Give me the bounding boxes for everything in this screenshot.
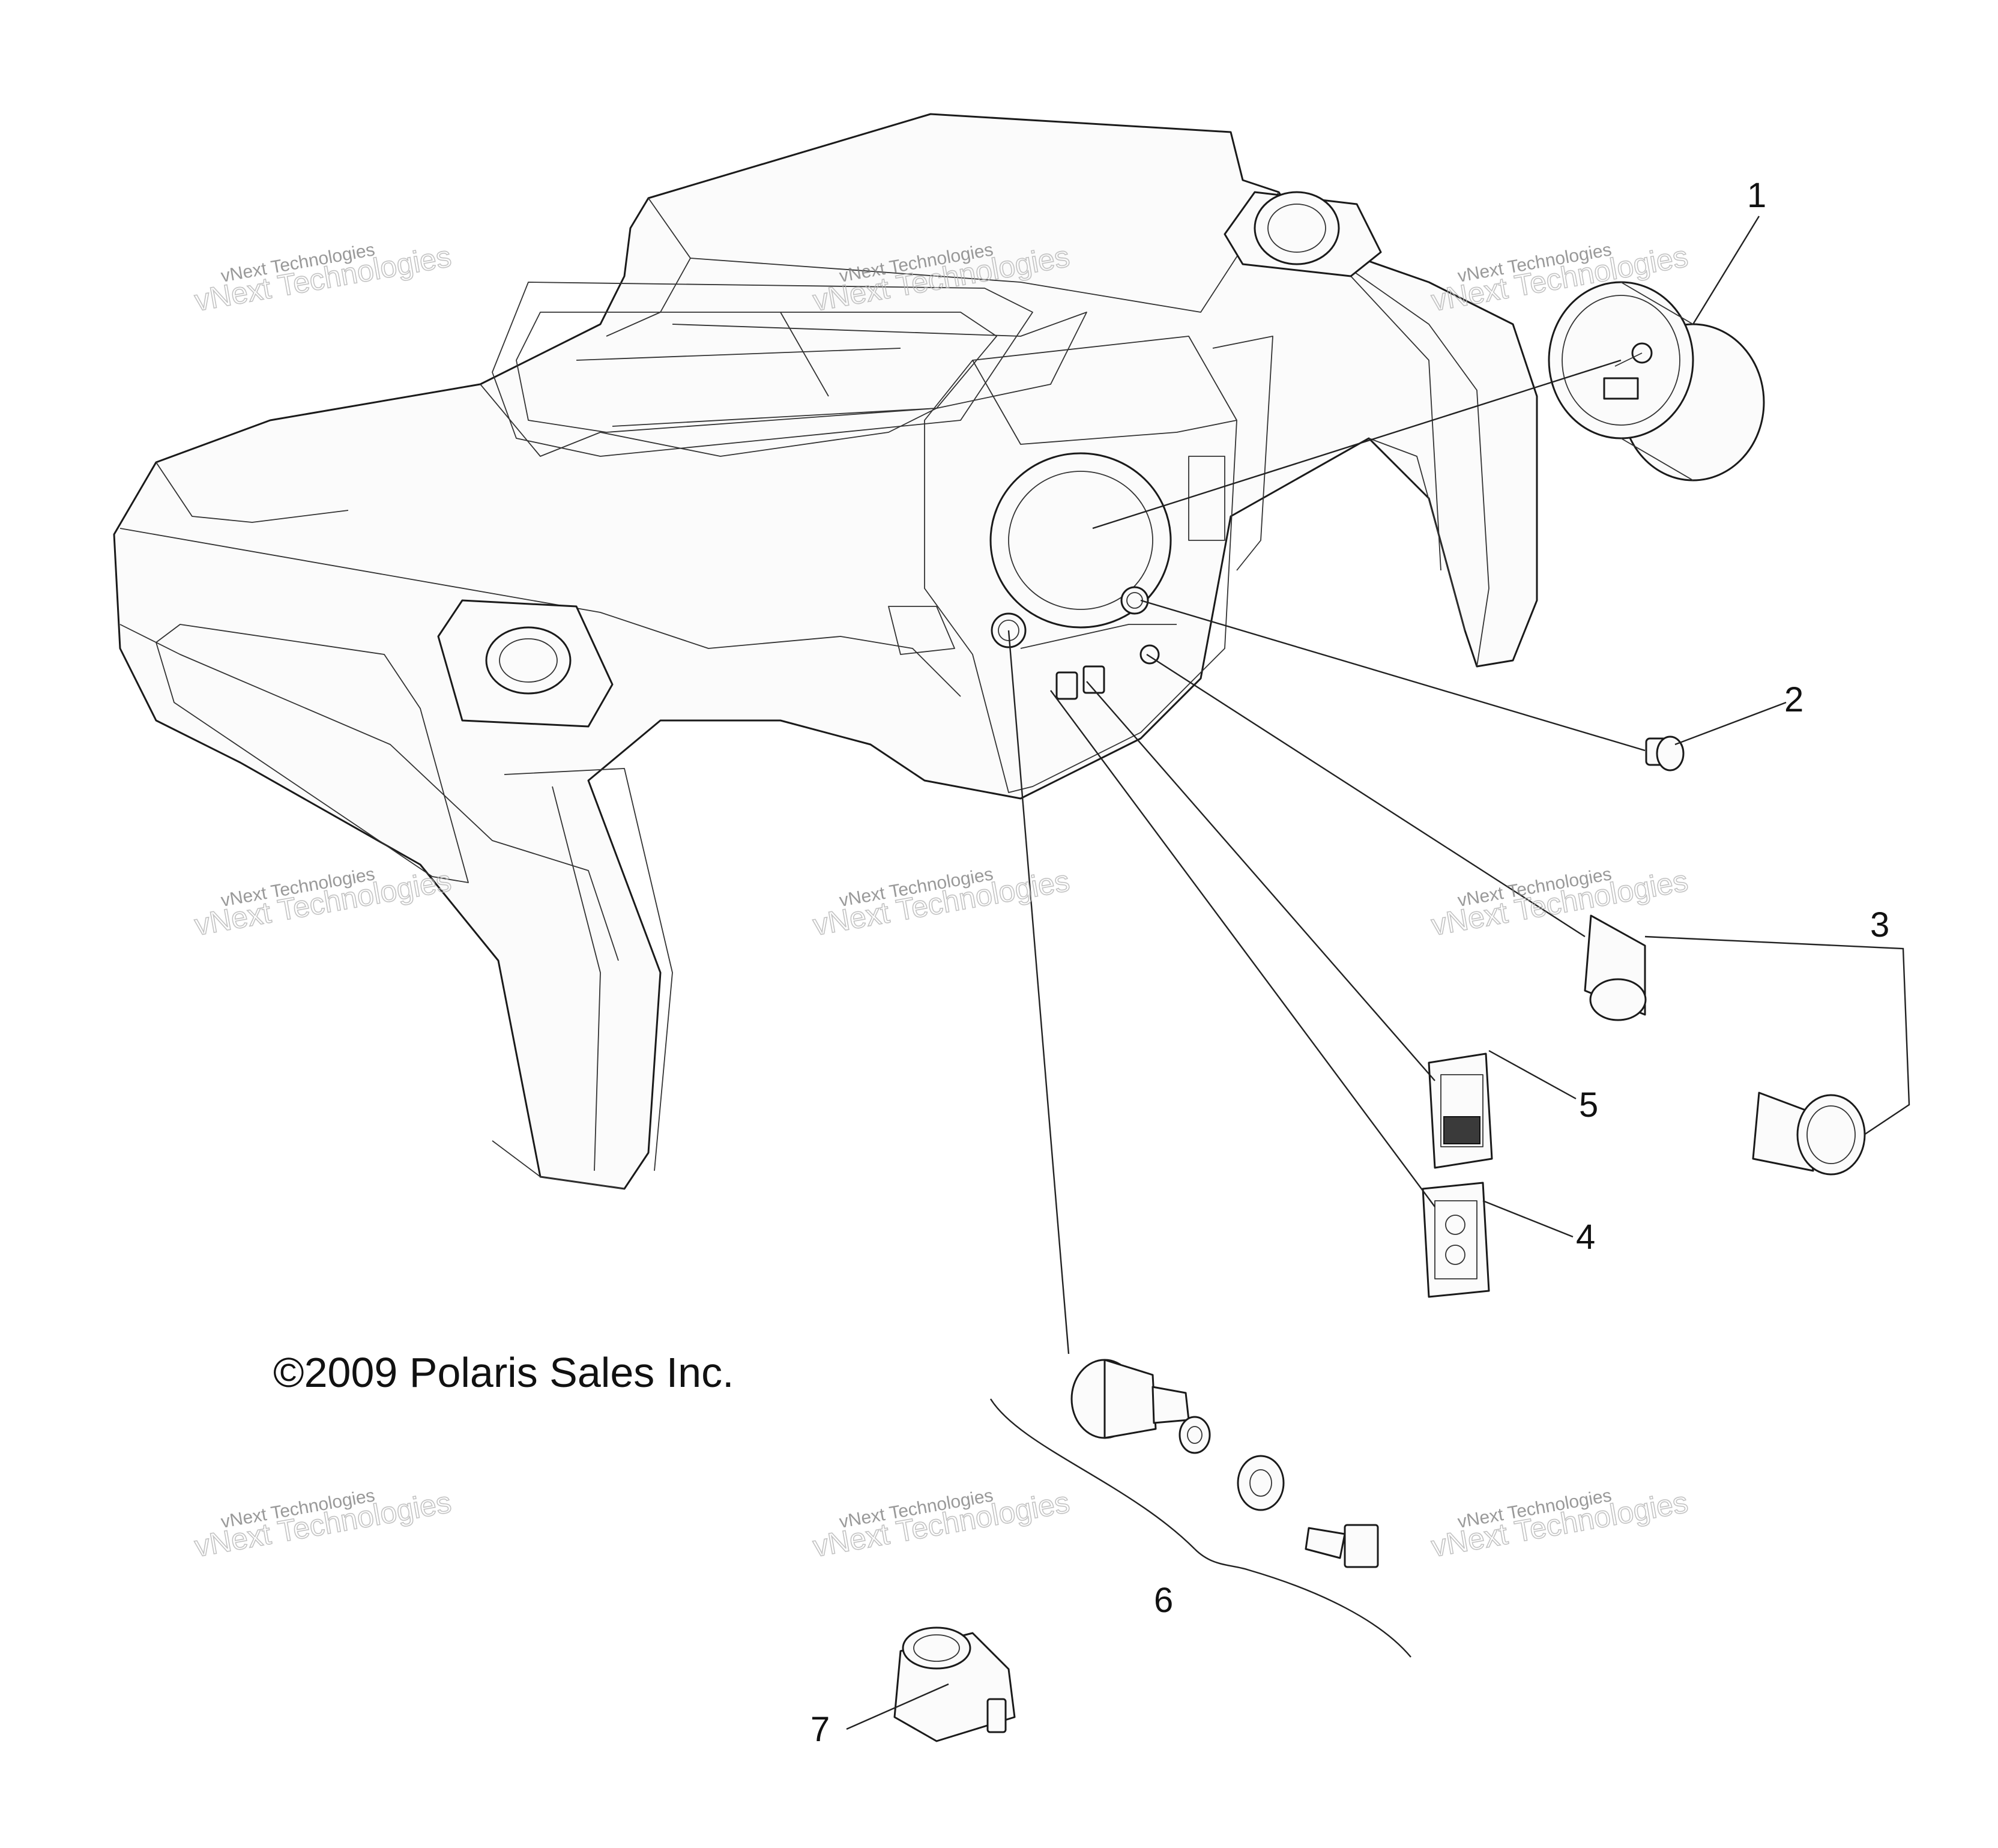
watermark: vNext Technologies vNext Technologies: [192, 1485, 454, 1564]
callout-labels: 1 2 3 4 5 6 7: [810, 176, 1889, 1749]
callout-7: 7: [810, 1710, 830, 1749]
dashboard-body: [113, 113, 1538, 1190]
watermark: vNext Technologies vNext Technologies: [1428, 1485, 1691, 1564]
watermark: vNext Technologies vNext Technologies: [1428, 863, 1691, 943]
part-2-indicator: [1140, 599, 1685, 772]
part-4-light-switch: [1050, 690, 1490, 1298]
callout-5: 5: [1579, 1086, 1598, 1125]
callout-1: 1: [1747, 176, 1766, 215]
part-3-outlet: [1146, 653, 1910, 1176]
callout-4: 4: [1576, 1218, 1595, 1257]
callout-2: 2: [1784, 680, 1803, 719]
watermark: vNext Technologies vNext Technologies: [192, 239, 454, 318]
copyright-notice: ©2009 Polaris Sales Inc.: [273, 1349, 734, 1396]
part-7-accessory-outlet: [846, 1626, 1016, 1742]
part-5-rocker-switch: [1086, 681, 1493, 1169]
watermark: vNext Technologies vNext Technologies: [810, 863, 1072, 943]
callout-6: 6: [1154, 1581, 1173, 1620]
callout-3: 3: [1870, 905, 1889, 944]
part-1-speedometer: [1092, 281, 1765, 530]
watermark: vNext Technologies vNext Technologies: [810, 1485, 1072, 1564]
part-6-key-switch: [989, 630, 1411, 1658]
